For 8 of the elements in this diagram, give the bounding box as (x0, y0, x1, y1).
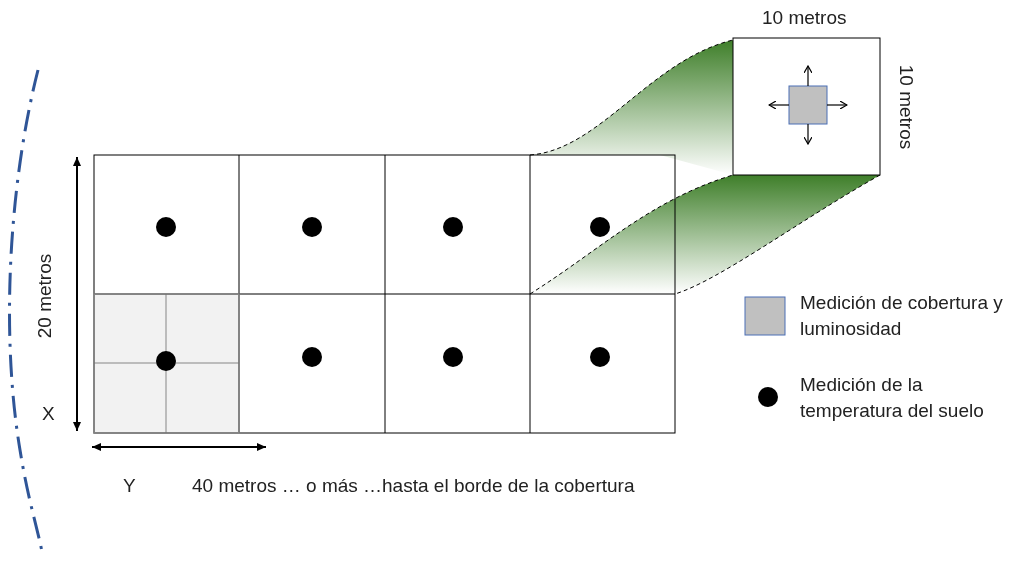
dimension-label: 10 metros (762, 7, 847, 29)
legend-label: Medición de la temperatura del suelo (800, 373, 985, 423)
dimension-label: 10 metros (895, 64, 918, 150)
dimension-label: 40 metros … o más …hasta el borde de la cobertura (192, 475, 635, 497)
legend-label: Medición de cobertura y luminosidad (800, 291, 1004, 341)
axis-label: Y (123, 475, 136, 497)
dimension-label: 20 metros (34, 253, 57, 339)
axis-label: X (42, 403, 55, 425)
